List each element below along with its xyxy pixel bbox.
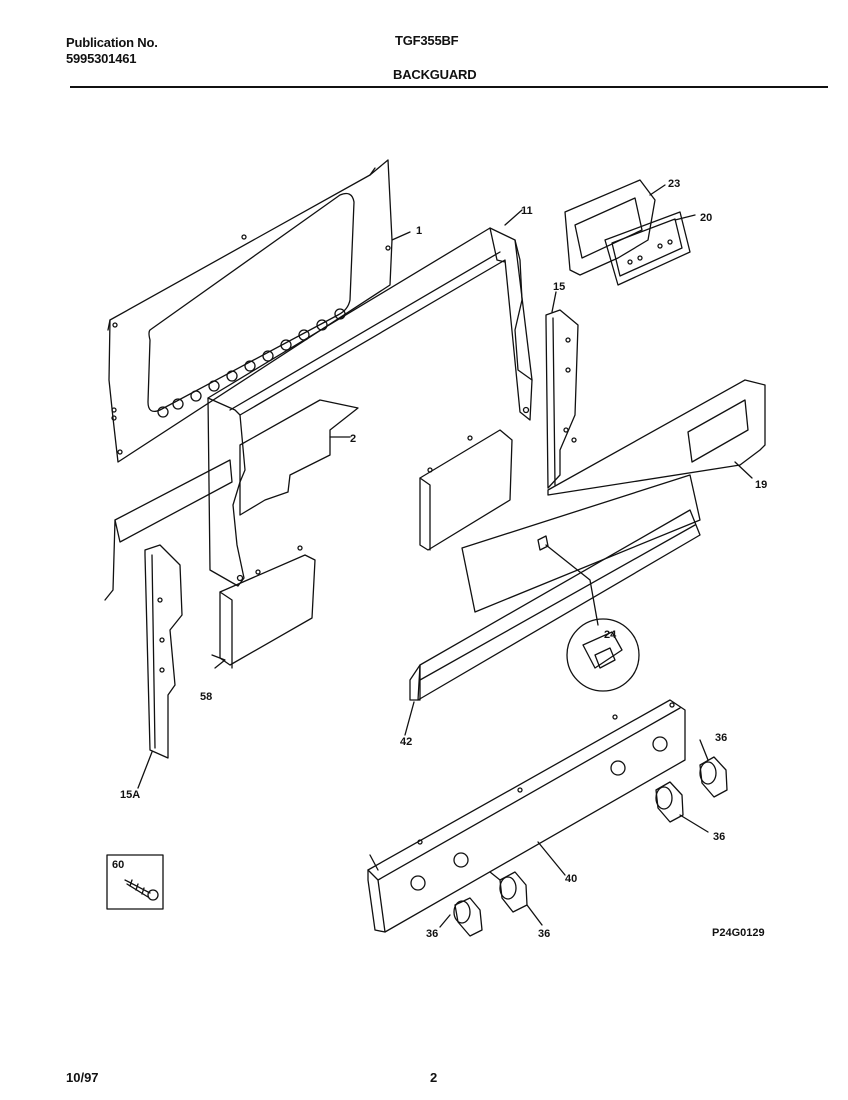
diagram-code: P24G0129 <box>712 927 765 939</box>
label-part-11: 11 <box>521 205 533 217</box>
label-part-23: 23 <box>668 178 680 190</box>
part-labels: 1 2 11 15 15A 19 20 23 24 36 36 36 36 40… <box>112 178 767 940</box>
label-part-42: 42 <box>400 736 412 748</box>
knob-36-front-right <box>489 871 543 926</box>
part-60-screw-inset <box>106 854 164 910</box>
label-part-1: 1 <box>416 225 422 237</box>
label-part-36-rear-right: 36 <box>715 732 727 744</box>
knob-36-rear-left <box>655 781 709 833</box>
part-42-trim-strip <box>404 509 701 736</box>
label-part-36-front-left: 36 <box>426 928 438 940</box>
footer-date: 10/97 <box>66 1070 99 1085</box>
label-part-36-front-right: 36 <box>538 928 550 940</box>
label-part-20: 20 <box>700 212 712 224</box>
footer-page-number: 2 <box>430 1070 438 1085</box>
label-part-15: 15 <box>553 281 565 293</box>
publication-number: 5995301461 <box>66 51 137 66</box>
label-part-24: 24 <box>604 629 617 641</box>
label-part-36-rear-left: 36 <box>713 831 725 843</box>
label-part-58: 58 <box>200 691 212 703</box>
part-20-clock-overlay <box>604 211 696 286</box>
left-lower-housing <box>104 459 316 669</box>
part-15a-left-bracket <box>137 544 183 789</box>
label-part-2: 2 <box>350 433 356 445</box>
model-number: TGF355BF <box>395 33 459 48</box>
label-part-19: 19 <box>755 479 767 491</box>
part-23-clock-frame <box>564 179 666 276</box>
header-rule <box>70 86 828 88</box>
part-2-bracket <box>239 399 359 516</box>
publication-label: Publication No. <box>66 35 158 50</box>
knob-36-front-left <box>439 897 483 937</box>
part-11-main-frame <box>207 209 533 587</box>
section-title: BACKGUARD <box>393 67 477 82</box>
center-cover <box>419 429 513 551</box>
label-part-15a: 15A <box>120 789 140 801</box>
part-15-right-bracket <box>545 291 579 489</box>
label-part-40: 40 <box>565 873 577 885</box>
part-19-control-panel <box>461 379 766 613</box>
knob-36-rear-right <box>699 739 728 798</box>
label-part-60: 60 <box>112 859 124 871</box>
part-24-switch <box>537 535 640 692</box>
part-1-rear-panel <box>107 159 411 463</box>
part-40-manifold-panel <box>367 699 686 933</box>
